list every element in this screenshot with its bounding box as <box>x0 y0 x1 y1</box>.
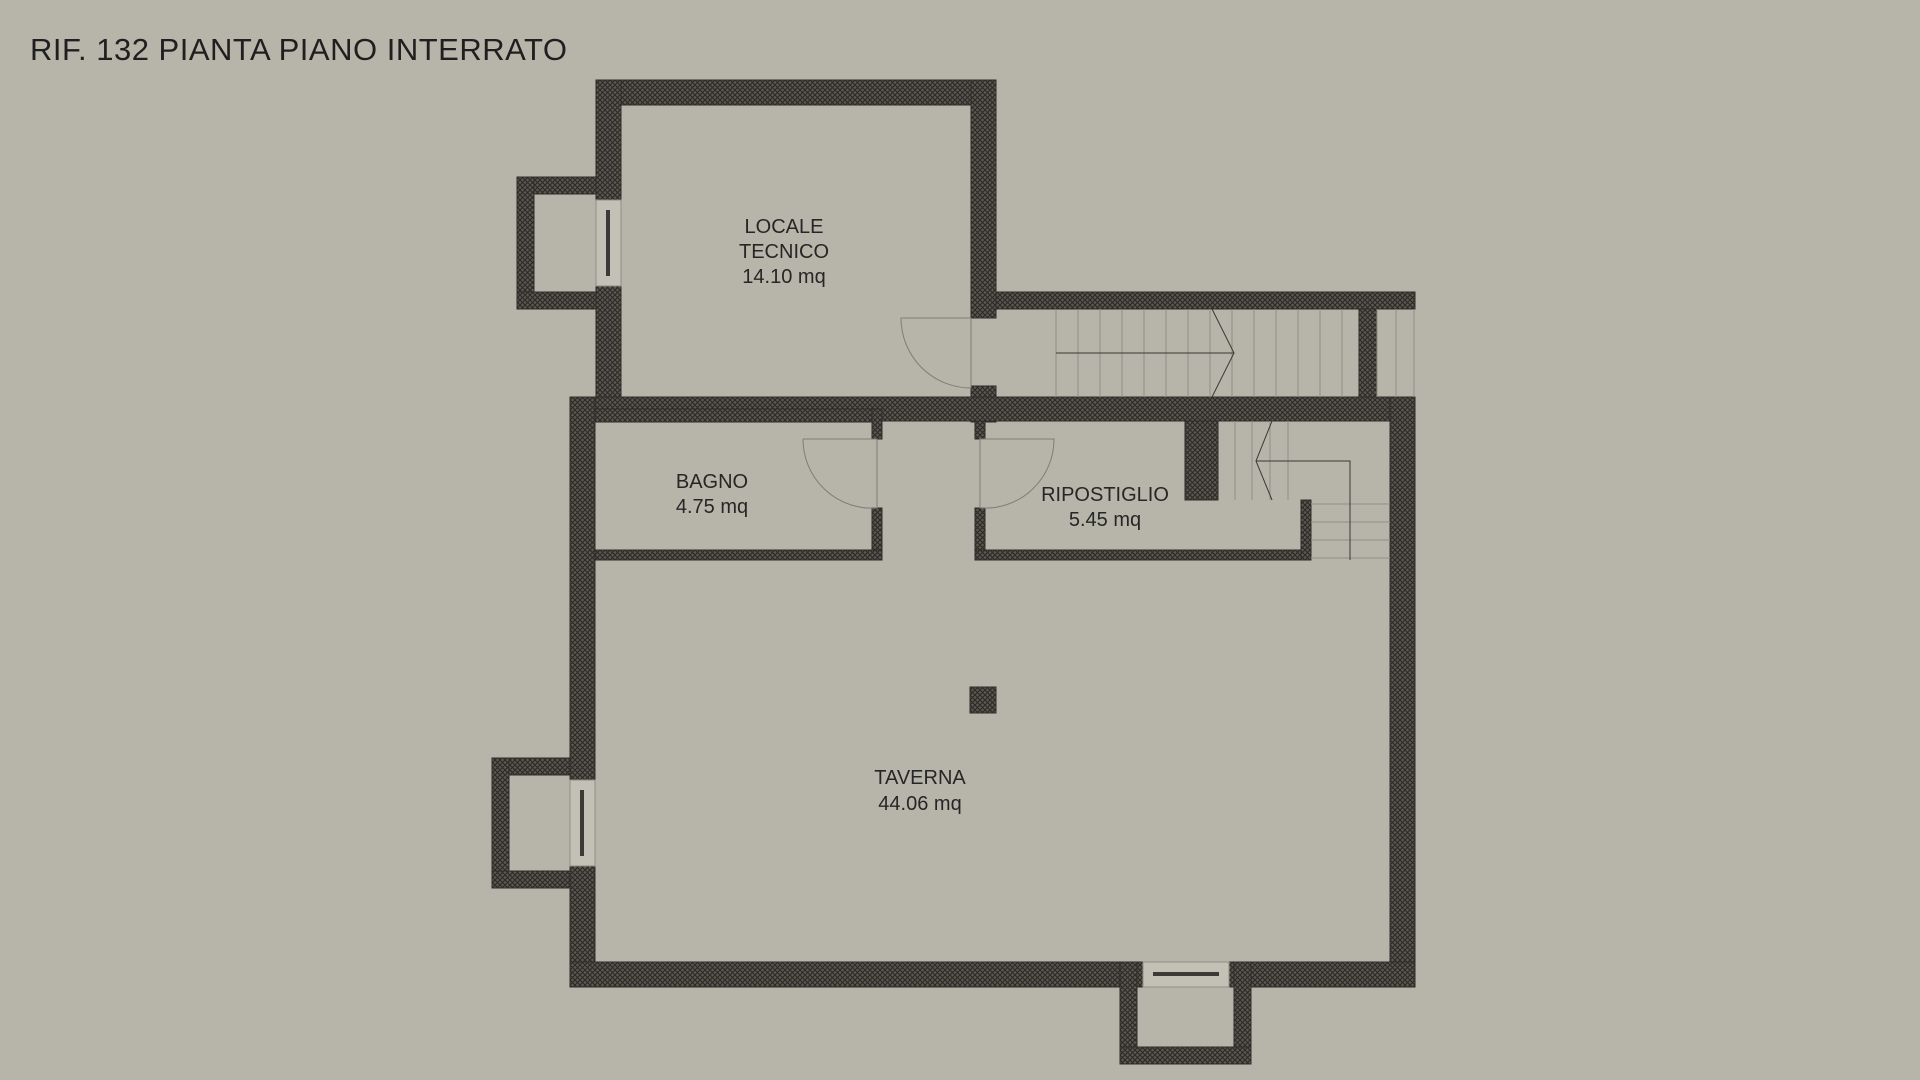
wall-ripostiglio-left-upper <box>974 420 986 440</box>
stair-arrow-line-lower <box>1256 460 1351 560</box>
doors <box>802 317 1055 509</box>
wall-tecnico-right-upper <box>970 79 997 319</box>
label-locale-tecnico-line2: TECNICO <box>739 241 829 263</box>
room-labels: LOCALE TECNICO 14.10 mq BAGNO 4.75 mq RI… <box>676 216 1169 815</box>
stair-arrow-head-lower <box>1255 420 1273 501</box>
wall-bagno-right-upper <box>871 408 883 440</box>
wall-taverna-left-upper <box>569 396 596 781</box>
wall-bagno-bottom <box>594 549 883 561</box>
wall-taverna-bottom-right <box>1228 961 1416 988</box>
lightwell-left-side-wall <box>491 757 510 889</box>
wall-tecnico-left-upper <box>595 79 622 201</box>
lightwell-bottom-base-wall <box>1119 1046 1252 1065</box>
lightwell-left-bottom-wall <box>491 870 571 889</box>
wall-stair-column <box>1358 308 1378 398</box>
area-taverna: 44.06 mq <box>878 793 961 815</box>
windows <box>569 199 1230 988</box>
wall-ripostiglio-stair-block <box>1184 420 1219 501</box>
door-swing-ripostiglio <box>979 438 1055 509</box>
label-taverna: TAVERNA <box>874 767 966 789</box>
wall-taverna-bottom-left <box>569 961 1144 988</box>
wall-taverna-right <box>1389 396 1416 988</box>
wall-bagno-top <box>594 408 883 423</box>
door-swing-tecnico <box>900 317 972 389</box>
area-ripostiglio: 5.45 mq <box>1069 509 1141 531</box>
lightwell-bottom-wall <box>516 291 597 310</box>
label-locale-tecnico-line1: LOCALE <box>745 216 824 238</box>
staircase-lower <box>1234 420 1390 560</box>
stair-arrow-head-upper <box>1211 308 1235 398</box>
area-bagno: 4.75 mq <box>676 496 748 518</box>
label-bagno: BAGNO <box>676 471 748 493</box>
walls <box>491 79 1416 1065</box>
column <box>969 686 997 714</box>
wall-ripostiglio-bottom <box>974 549 1312 561</box>
label-ripostiglio: RIPOSTIGLIO <box>1041 484 1169 506</box>
lightwell-side-wall <box>516 176 535 310</box>
wall-ripostiglio-right <box>1300 499 1312 561</box>
door-swing-bagno <box>802 438 878 509</box>
wall-stair-top <box>995 291 1416 310</box>
area-locale-tecnico: 14.10 mq <box>742 266 825 288</box>
staircase-upper <box>1055 308 1415 398</box>
page-title: RIF. 132 PIANTA PIANO INTERRATO <box>30 32 568 67</box>
wall-tecnico-top <box>595 79 997 106</box>
